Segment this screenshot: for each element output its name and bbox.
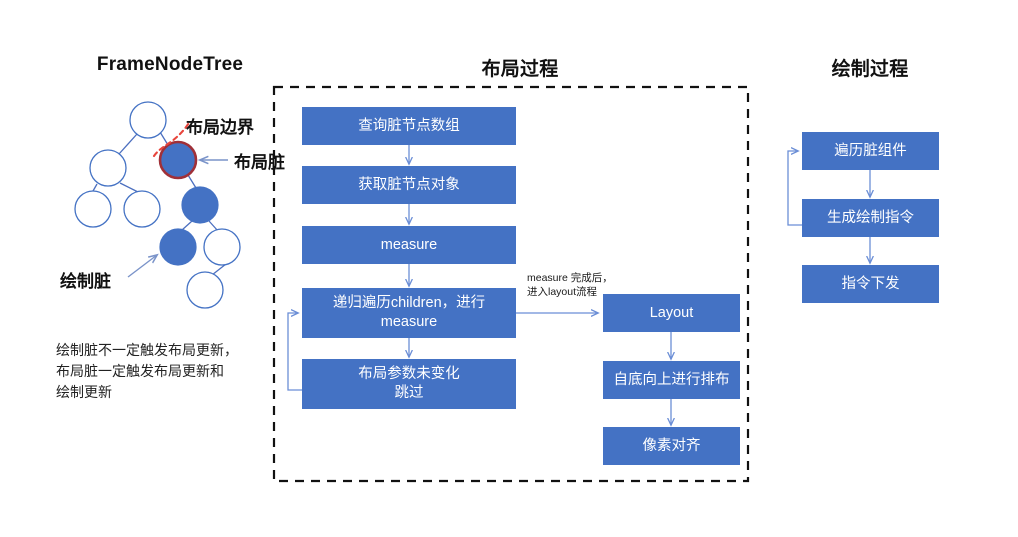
box-label: 遍历脏组件	[834, 142, 907, 159]
tree-node-left-leaf-b	[123, 190, 161, 228]
box-label: 自底向上进行排布	[613, 371, 730, 388]
box-label: 指令下发	[841, 275, 900, 292]
layout-process-region	[272, 85, 750, 483]
box-label: 递归遍历children，进行 measure	[332, 295, 486, 330]
box-label: measure	[380, 236, 438, 253]
tree-node-dirty-child	[181, 186, 219, 224]
tree-node-left-leaf-a	[74, 190, 112, 228]
label-layout-dirty: 布局脏	[234, 153, 285, 172]
paint-loop-back	[787, 151, 802, 226]
box-label: 查询脏节点数组	[358, 117, 460, 134]
layout-box-recursive-measure-children[interactable]: 递归遍历children，进行 measure	[302, 288, 516, 338]
label-paint-dirty: 绘制脏	[60, 272, 111, 291]
layout-box-get-dirty-node-object[interactable]: 获取脏节点对象	[302, 166, 516, 204]
box-label: Layout	[649, 304, 694, 321]
page-title-paint-process: 绘制过程	[831, 59, 909, 80]
box-label: 布局参数未变化 跳过	[358, 366, 460, 401]
paint-box-generate-draw-commands[interactable]: 生成绘制指令	[802, 199, 939, 237]
box-label: 生成绘制指令	[827, 209, 914, 226]
paint-box-dispatch-commands[interactable]: 指令下发	[802, 265, 939, 303]
label-layout-boundary: 布局边界	[186, 118, 254, 137]
layout-box-pixel-align[interactable]: 像素对齐	[603, 427, 740, 465]
tree-node-bottom-leaf	[186, 271, 224, 309]
tree-node-paint-dirty	[159, 228, 197, 266]
tree-caption-text: 绘制脏不一定触发布局更新， 布局脏一定触发布局更新和 绘制更新	[56, 342, 238, 400]
paint-box-traverse-dirty-components[interactable]: 遍历脏组件	[802, 132, 939, 170]
measure-to-layout-note: measure 完成后， 进入layout流程	[527, 272, 613, 298]
tree-node-layout-dirty	[158, 140, 198, 180]
measure-loop-back	[287, 313, 302, 391]
page-title-layout-process: 布局过程	[481, 59, 559, 80]
layout-boundary-dashed-curve	[152, 119, 192, 158]
tree-node-left-child	[89, 149, 127, 187]
paint-dirty-pointer	[127, 255, 157, 278]
layout-box-query-dirty-node-array[interactable]: 查询脏节点数组	[302, 107, 516, 145]
layout-box-measure[interactable]: measure	[302, 226, 516, 264]
box-label: 获取脏节点对象	[358, 176, 460, 193]
box-label: 像素对齐	[642, 437, 701, 454]
tree-node-root	[129, 101, 167, 139]
tree-node-right-leaf	[203, 228, 241, 266]
layout-box-skip-unchanged-params[interactable]: 布局参数未变化 跳过	[302, 359, 516, 409]
layout-box-layout[interactable]: Layout	[603, 294, 740, 332]
page-title-framenodetree: FrameNodeTree	[96, 54, 244, 75]
layout-box-bottom-up-arrange[interactable]: 自底向上进行排布	[603, 361, 740, 399]
tree-edges	[92, 131, 227, 276]
